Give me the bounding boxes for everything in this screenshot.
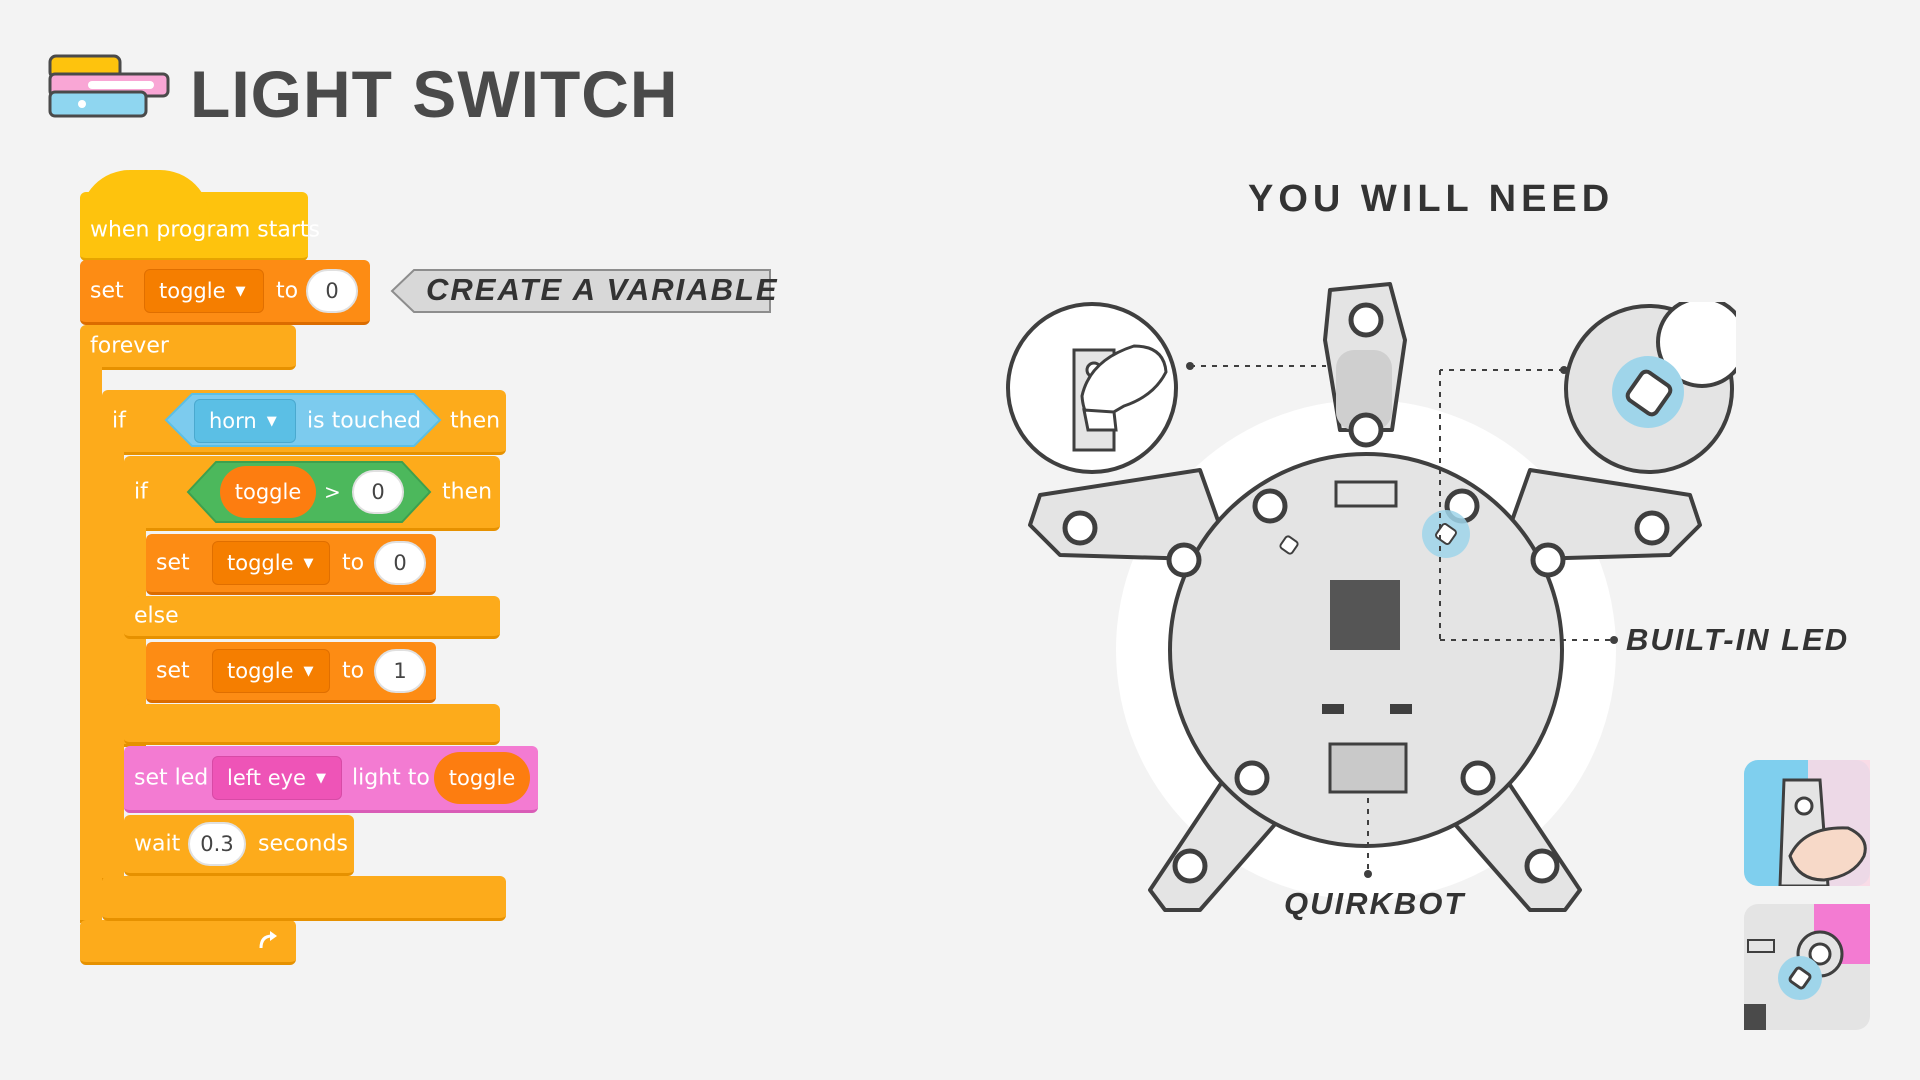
event-label: when program starts [90,217,321,243]
set-label: set [156,658,190,684]
horn-touch-thumbnail-icon[interactable] [1744,760,1870,886]
toggle-reporter-label: toggle [234,480,302,504]
sensor-dropdown[interactable]: horn▼ [194,399,296,443]
set-toggle-0-block[interactable]: set toggle▼ to 0 [146,534,436,595]
init-set-block[interactable]: set toggle▼ to 0 [80,260,370,325]
if-toggle-bottom [124,704,500,745]
forever-label: forever [90,333,169,359]
built-in-led-label: BUILT-IN LED [1626,622,1850,657]
value-text: 0 [393,551,407,575]
set-label: set [156,550,190,576]
event-hat-cap [80,170,210,220]
loop-arrow-icon [259,931,277,949]
compare-value: 0 [371,480,385,504]
led-dropdown[interactable]: left eye▼ [212,756,342,800]
then-label-inner: then [442,479,493,505]
sensor-value: horn [209,409,257,433]
forever-bottom [80,920,296,965]
then-label: then [450,408,501,434]
built-in-led-line [1440,636,1618,644]
quirkbot-board-illustration [1028,282,1702,912]
finger-callout-line [1186,362,1326,370]
led-callout-line [1439,366,1568,640]
seconds-label: seconds [258,831,348,857]
variable-value: toggle [227,551,294,575]
variable-dropdown[interactable]: toggle▼ [212,541,330,585]
if-label: if [112,408,126,434]
forever-block[interactable]: forever [80,325,296,370]
if-label-inner: if [134,479,148,505]
forever-rail [80,360,102,923]
logo-blocks-icon [48,54,170,118]
quirkbot-callout-line [1364,798,1372,878]
to-label: to [342,658,365,684]
quirkbot-label: QUIRKBOT [1284,886,1466,921]
wait-value-input[interactable]: 0.3 [188,822,246,866]
set-label: set [90,278,124,304]
else-label: else [134,603,179,629]
if-horn-rail [102,448,124,881]
wait-block[interactable]: wait 0.3 seconds [124,815,354,876]
you-will-need-heading: YOU WILL NEED [1248,178,1615,220]
light-to-label: light to [352,765,430,791]
finger-touch-icon [1006,302,1178,474]
variable-dropdown[interactable]: toggle▼ [212,649,330,693]
wait-label: wait [134,831,181,857]
page-title: LIGHT SWITCH [190,57,679,131]
led-zoom-icon [1564,302,1736,474]
led-thumbnail-icon[interactable] [1744,904,1870,1030]
to-label: to [276,278,299,304]
to-label: to [342,550,365,576]
set-led-label: set led [134,765,209,791]
set-toggle-1-block[interactable]: set toggle▼ to 1 [146,642,436,703]
if-toggle-block[interactable]: if toggle > 0 then [124,456,500,531]
value-text: 0 [325,279,339,303]
value-input[interactable]: 0 [306,269,358,313]
if-horn-bottom [102,876,506,921]
wait-value: 0.3 [200,832,234,856]
value-input[interactable]: 1 [374,649,426,693]
set-led-block[interactable]: set led left eye▼ light to toggle [124,746,538,813]
toggle-reporter[interactable]: toggle [220,466,316,518]
create-variable-label: CREATE A VARIABLE [426,272,779,307]
else-block: else [124,596,500,639]
variable-value: toggle [227,659,294,683]
if-horn-block[interactable]: if horn▼ is touched then [102,390,506,455]
toggle-reporter[interactable]: toggle [434,752,530,804]
value-text: 1 [393,659,407,683]
led-target: left eye [227,766,306,790]
toggle-reporter-label: toggle [448,766,516,790]
variable-dropdown[interactable]: toggle▼ [144,269,264,313]
condition-label: is touched [307,408,422,434]
variable-value: toggle [159,279,226,303]
create-variable-callout [390,269,771,313]
operator-label: > [324,480,341,504]
value-input[interactable]: 0 [374,541,426,585]
compare-value-input[interactable]: 0 [352,470,404,514]
